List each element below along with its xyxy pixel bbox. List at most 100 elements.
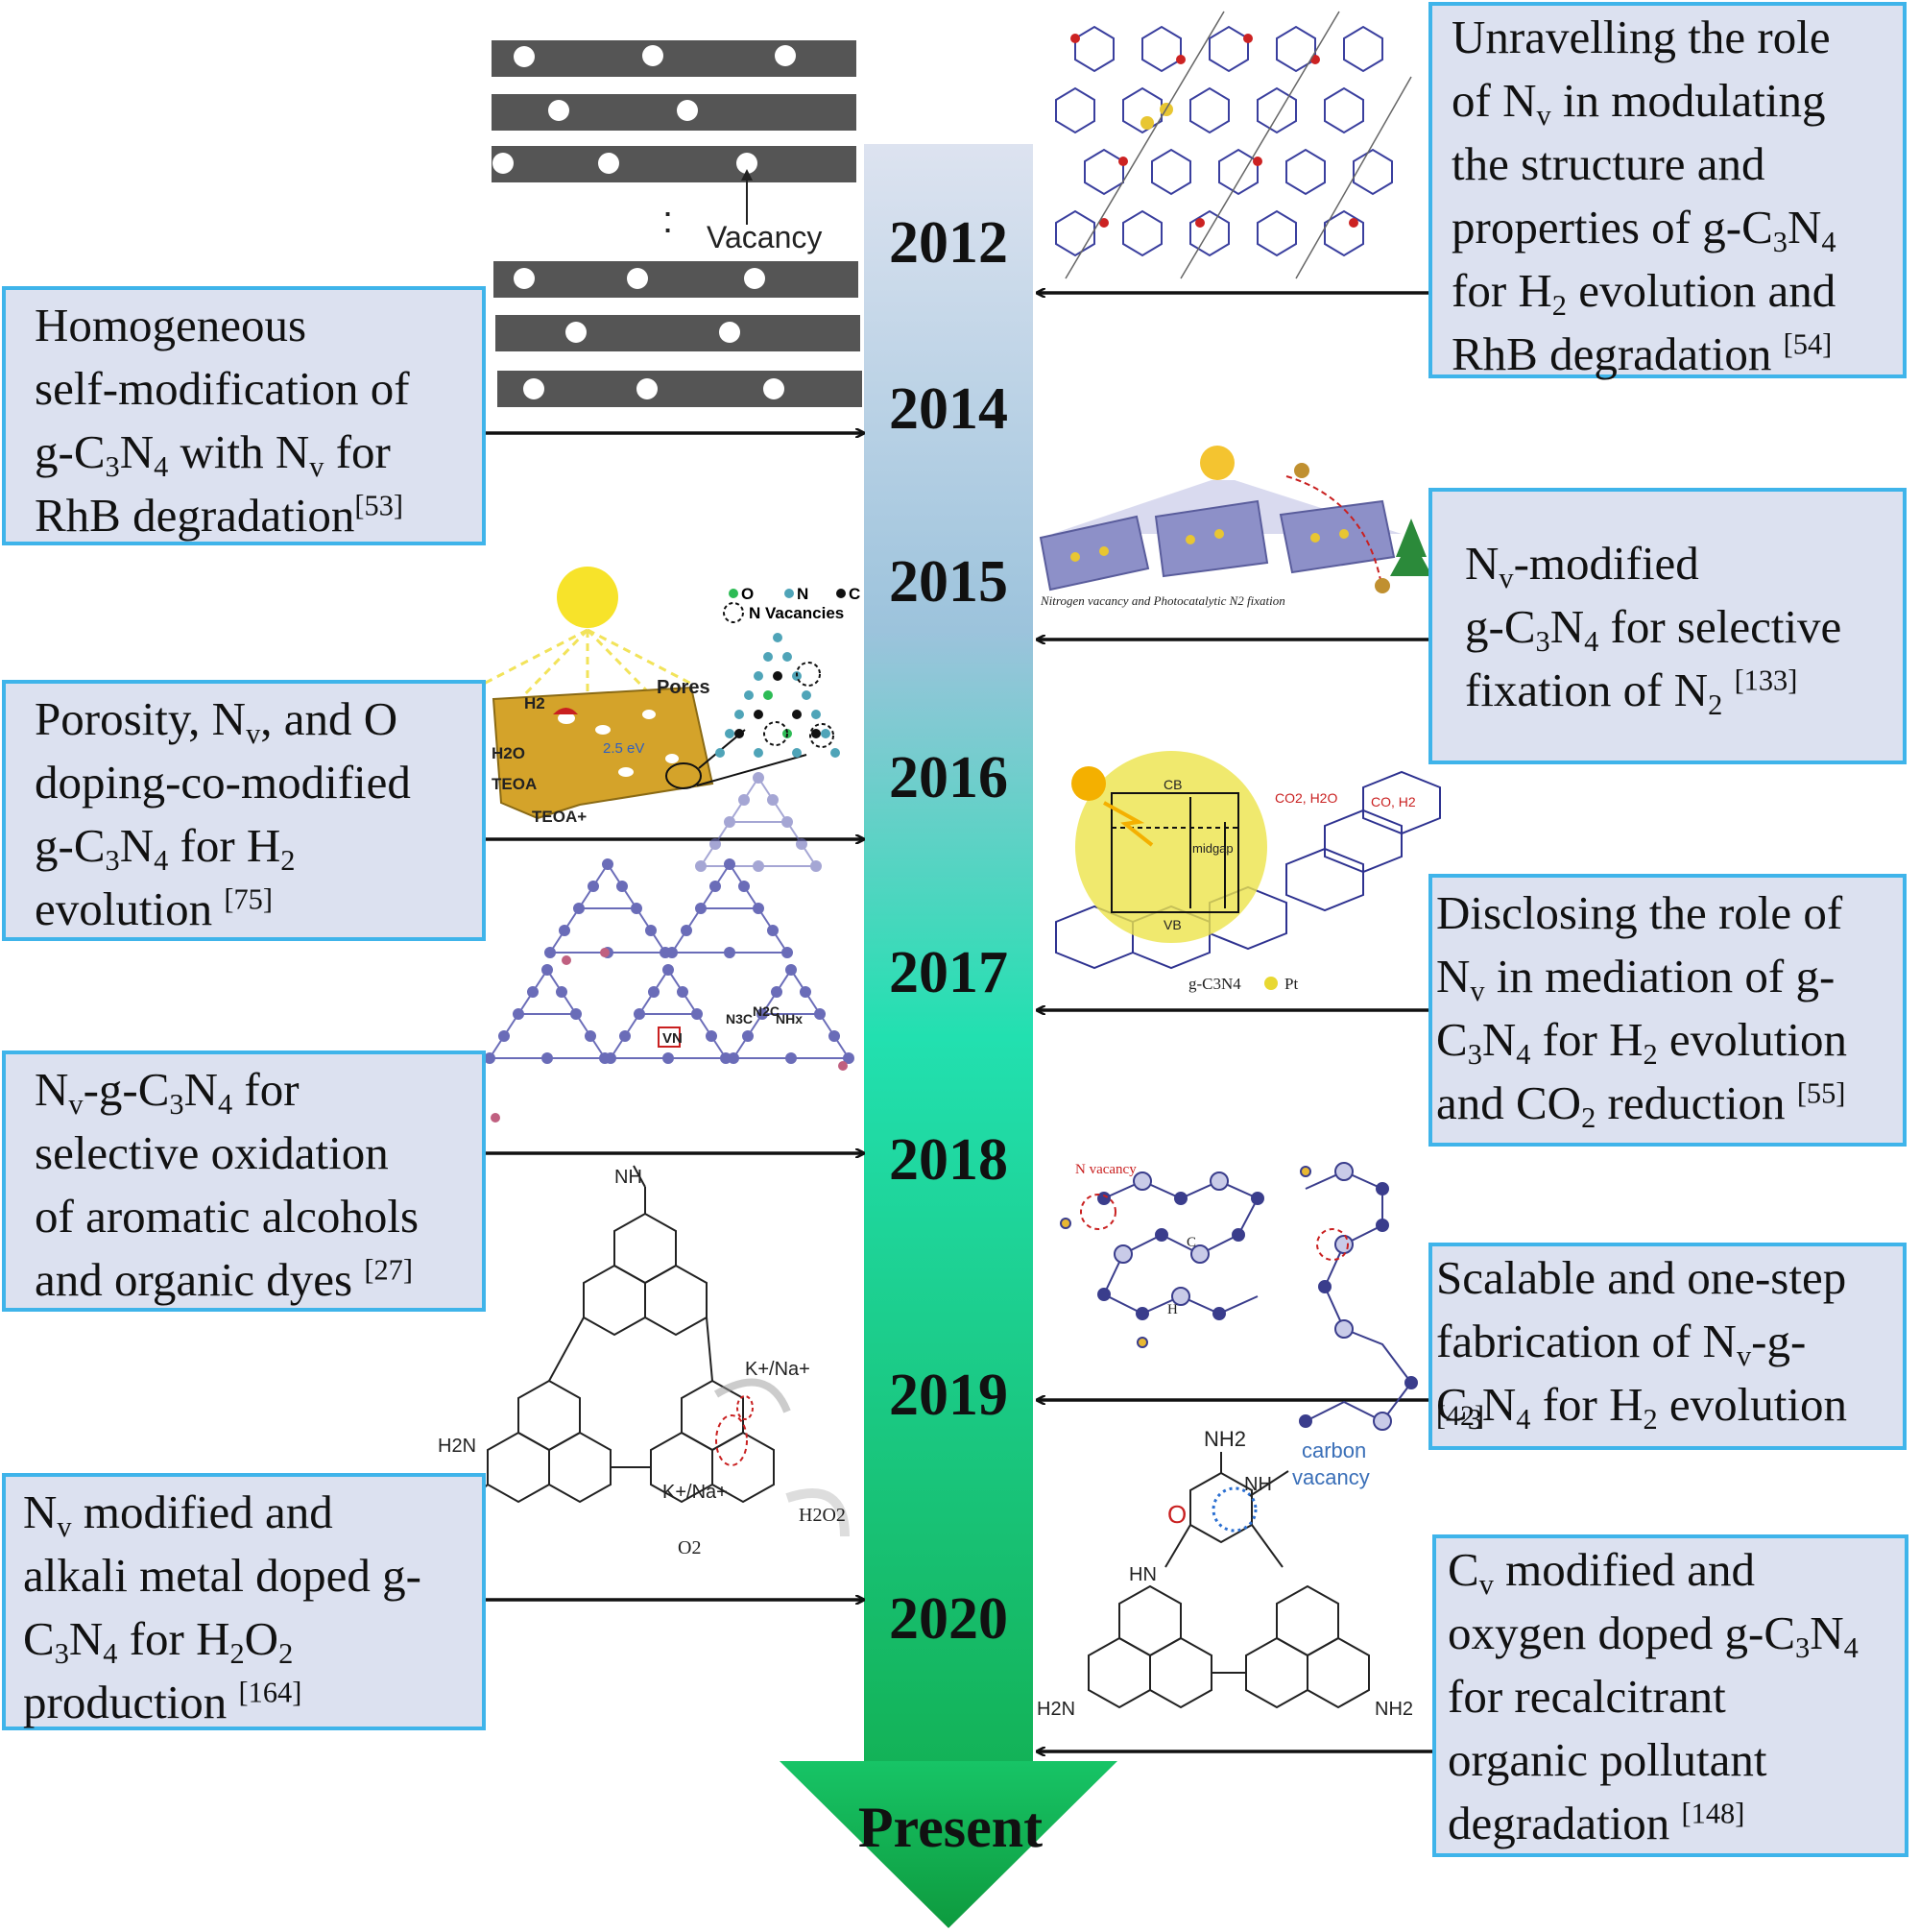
legend-o: O [741,585,754,603]
box-2014-left: Homogeneous self-modification of g-C3N4 … [2,286,486,545]
box-line: Unravelling the role [1452,11,1831,63]
pt-label: Pt [1284,975,1298,993]
hn-label: HN [1129,1564,1157,1585]
year-2014: 2014 [889,376,1008,442]
n2-fixation-figure: Nitrogen vacancy and Photocatalytic N2 f… [1039,446,1432,608]
box-line: C3N4 for H2O2 [23,1612,294,1671]
box-line: and CO2 reduction [55] [1436,1076,1846,1135]
box-line: self-modification of [35,362,410,415]
kna-label-1: K+/Na+ [745,1359,810,1380]
legend-n: N [797,585,808,603]
box-line: fixation of N2 [133] [1465,664,1798,722]
h2n-label-right: H2N [1037,1699,1075,1720]
box-line: evolution [75] [35,882,273,935]
box-2012-right: Unravelling the role of Nv in modulating… [1428,2,1907,380]
h2-label: H2 [524,694,545,712]
box-line: Porosity, Nv, and O [35,692,398,751]
co2-label: CO2, H2O [1275,790,1337,806]
nh-label-left: NH [614,1167,642,1188]
cb-label: CB [1164,777,1182,792]
box-line: Nv-g-C3N4 for [35,1063,300,1122]
vn-label: VN [662,1030,683,1047]
n-vacancy-cluster-figure [1060,1162,1446,1431]
o-atom-label: O [1167,1500,1187,1529]
sun-icon-2015 [1200,446,1235,480]
co-label: CO, H2 [1371,794,1416,809]
legend-c: C [849,585,860,603]
vn-lattice-figure [484,772,854,1064]
year-2015: 2015 [889,549,1008,615]
vacancy-strips-figure: Vacancy : [492,40,862,407]
timeline-arrowhead [780,1761,1117,1928]
box-2019-right: Scalable and one-step fabrication of Nv-… [1428,1243,1907,1450]
box-line: of aromatic alcohols [35,1190,420,1243]
teoa-plus-label: TEOA+ [532,808,587,826]
h2o-label: H2O [492,744,525,762]
midgap-label: midgap [1192,841,1234,856]
vb-label: VB [1164,917,1182,932]
teoa-label: TEOA [492,775,537,793]
box-line: RhB degradation [54] [1452,327,1833,380]
sun-icon-2016 [1071,766,1106,801]
box-line: alkali metal doped g- [23,1549,421,1602]
vacancy-label: Vacancy [707,220,822,254]
box-line: g-C3N4 for selective [1465,600,1842,659]
box-line: of Nv in modulating [1452,74,1826,133]
n3c-label: N3C [726,1011,753,1026]
box-line: for recalcitrant [1448,1670,1726,1723]
box-line: fabrication of Nv-g- [1436,1315,1807,1373]
n-vacancy-label: N vacancy [1075,1162,1137,1177]
h-atom-label: H [1167,1302,1178,1317]
year-2019: 2019 [889,1363,1008,1428]
gcn-label: g-C3N4 [1188,975,1241,993]
box-2017-right: Disclosing the role of Nv in mediation o… [1428,874,1907,1147]
pores-label: Pores [657,677,710,698]
n-vacancy-triangle-figure: O N C N Vacancies [715,585,860,758]
nh-label-right: NH [1244,1474,1272,1495]
box-line: and organic dyes [27] [35,1253,413,1306]
box-line: production [164] [23,1676,302,1728]
vacancy-dots: : [662,199,673,241]
box-2016-left: Porosity, Nv, and O doping-co-modified g… [2,680,486,941]
h2o2-label: H2O2 [799,1505,846,1526]
sun-icon [557,567,618,628]
box-line: Cv modified and [1448,1543,1756,1602]
box-line: RhB degradation[53] [35,489,404,542]
box-line: properties of g-C3N4 [1452,201,1836,259]
year-2016: 2016 [889,745,1008,810]
box-line: organic pollutant [1448,1733,1767,1786]
c-atom-label: C [1187,1235,1196,1250]
box-line: the structure and [1452,137,1765,190]
box-2020-right: Cv modified and oxygen doped g-C3N4 for … [1432,1534,1908,1857]
kna-label-2: K+/Na+ [662,1482,728,1503]
legend-vacancies: N Vacancies [749,604,844,622]
box-line: doping-co-modified [35,756,411,809]
box-line: oxygen doped g-C3N4 [1448,1606,1859,1665]
heptazine-structure-right [1088,1452,1370,1709]
o2-label: O2 [678,1537,701,1558]
nhx-label: NHx [776,1011,803,1026]
year-2018: 2018 [889,1127,1008,1193]
box-2018-left: Nv-g-C3N4 for selective oxidation of aro… [2,1051,486,1312]
carbon-vacancy-label-2: vacancy [1292,1465,1370,1489]
box-line: Homogeneous [35,299,307,351]
n2c-label: N2C [753,1003,780,1019]
present-label: Present [857,1796,1044,1859]
year-2012: 2012 [889,210,1008,276]
n2-caption: Nitrogen vacancy and Photocatalytic N2 f… [1040,593,1285,608]
box-line: degradation [148] [1448,1797,1745,1849]
box-2015-right: Nv-modified g-C3N4 for selective fixatio… [1428,488,1907,764]
h2n-label-left: H2N [438,1436,476,1457]
box-line: Nv-modified [1465,537,1699,595]
box-line: C3N4 for H2 evolution [1436,1013,1848,1072]
carbon-vacancy-label-1: carbon [1302,1438,1366,1462]
ref-42: [42] [1436,1400,1484,1432]
box-line: g-C3N4 with Nv for [35,425,391,484]
box-line: for H2 evolution and [1452,264,1836,323]
bandgap-label: 2.5 eV [603,740,644,757]
box-line: Nv modified and [23,1485,333,1544]
year-2017: 2017 [889,940,1008,1005]
box-line: selective oxidation [35,1126,389,1179]
box-2020-left: Nv modified and alkali metal doped g- C3… [2,1473,486,1730]
nh2-label-right: NH2 [1375,1699,1413,1720]
